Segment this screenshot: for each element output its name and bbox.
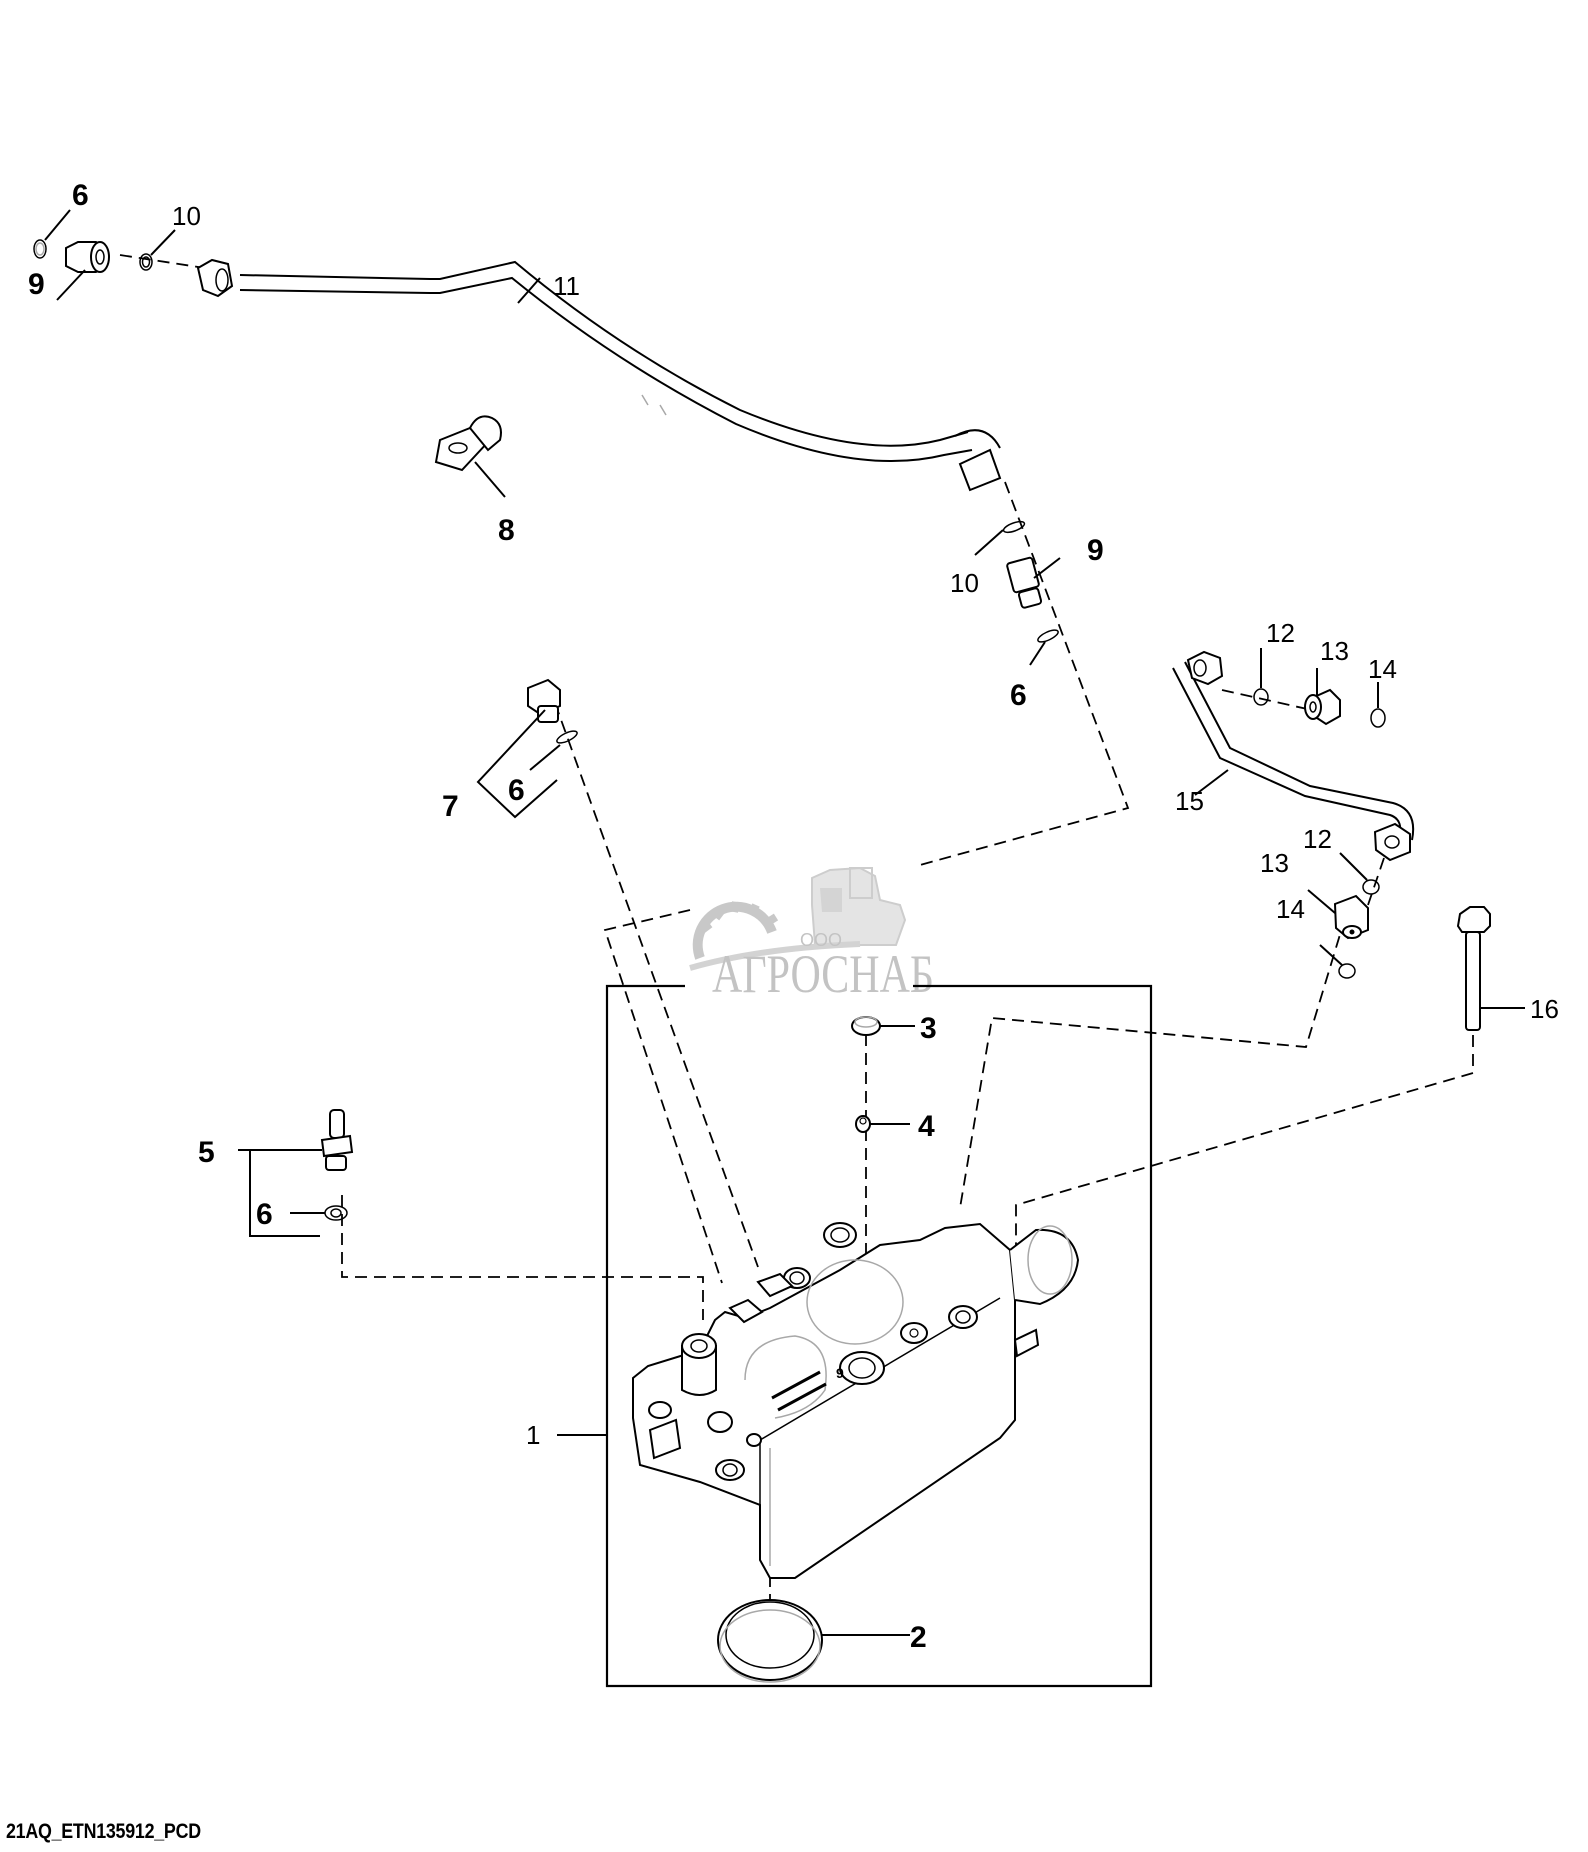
callout-9-top-left: 9 (28, 268, 45, 301)
watermark-gear-icon (692, 901, 779, 960)
pipe-15-upper-nut (1186, 650, 1224, 686)
callout-numbers: 6 10 9 11 8 10 9 6 7 6 12 13 14 15 12 13… (28, 179, 1559, 1654)
callout-14-upper: 14 (1368, 654, 1397, 684)
part-15-pipe (1172, 650, 1415, 862)
part-9-fitting-top-left (65, 241, 110, 273)
callout-1: 1 (526, 1420, 540, 1450)
watermark-swoosh (689, 941, 861, 971)
part-1-housing: 9 (632, 1222, 1080, 1579)
watermark-company-name: АГРОСНАБ (712, 944, 934, 1004)
part-14-oring-upper (1370, 708, 1386, 728)
part-8-clamp (434, 415, 502, 472)
callout-14-lower: 14 (1276, 894, 1305, 924)
callout-12-lower: 12 (1303, 824, 1332, 854)
callout-6-top-left: 6 (72, 179, 89, 212)
assembly-frame (605, 984, 1153, 1688)
part-6-oring-top-left (33, 239, 47, 259)
part-6-oring-fitting5 (324, 1205, 348, 1221)
callout-13-upper: 13 (1320, 636, 1349, 666)
callout-2: 2 (910, 1621, 927, 1654)
pipe-11-left-nut (196, 258, 234, 298)
part-10-oring-top-left (139, 253, 153, 271)
callout-12-upper: 12 (1266, 618, 1295, 648)
part-13-fitting-upper (1304, 688, 1341, 726)
callout-5: 5 (198, 1136, 215, 1169)
callout-8: 8 (498, 514, 515, 547)
part-2-seal-ring (717, 1599, 823, 1683)
part-6-oring-plug (556, 730, 578, 744)
watermark-logo: ООО АГРОСНАБ (689, 866, 934, 1004)
callout-16: 16 (1530, 994, 1559, 1024)
callout-11: 11 (553, 271, 580, 301)
pipe-11-right-nut (958, 448, 1002, 492)
watermark-combine-icon (811, 866, 907, 946)
part-3-cap (851, 1016, 881, 1036)
housing-marking: 9 (836, 1365, 844, 1381)
part-14-oring-lower (1338, 963, 1356, 979)
part-12-oring-upper (1253, 688, 1269, 706)
callout-3: 3 (920, 1012, 937, 1045)
callout-9-right: 9 (1087, 534, 1104, 567)
part-6-oring-right (1037, 629, 1059, 643)
callout-15: 15 (1175, 786, 1204, 816)
callout-6-right: 6 (1010, 679, 1027, 712)
callout-10-right: 10 (950, 568, 979, 598)
part-4-nut (855, 1115, 871, 1133)
drawing-id-caption: 21AQ_ETN135912_PCD (6, 1820, 201, 1843)
callout-6-fitting5: 6 (256, 1198, 273, 1231)
callout-10-top-left: 10 (172, 201, 201, 231)
part-11-pipe (196, 258, 1002, 492)
part-13-fitting-lower (1333, 894, 1369, 940)
callout-7: 7 (442, 790, 459, 823)
pipe-15-lower-nut (1373, 822, 1411, 862)
watermark-prefix: ООО (800, 930, 842, 950)
part-10-oring-right (1002, 520, 1026, 534)
part-12-oring-lower (1362, 879, 1380, 895)
part-16-bolt (1456, 906, 1491, 1031)
part-7-plug (527, 678, 561, 723)
part-5-hose-fitting (320, 1109, 354, 1171)
part-9-fitting-right (1006, 556, 1043, 609)
leader-lines (44, 209, 1525, 1636)
callout-6-plug: 6 (508, 774, 525, 807)
callout-13-lower: 13 (1260, 848, 1289, 878)
callout-4: 4 (918, 1110, 935, 1143)
